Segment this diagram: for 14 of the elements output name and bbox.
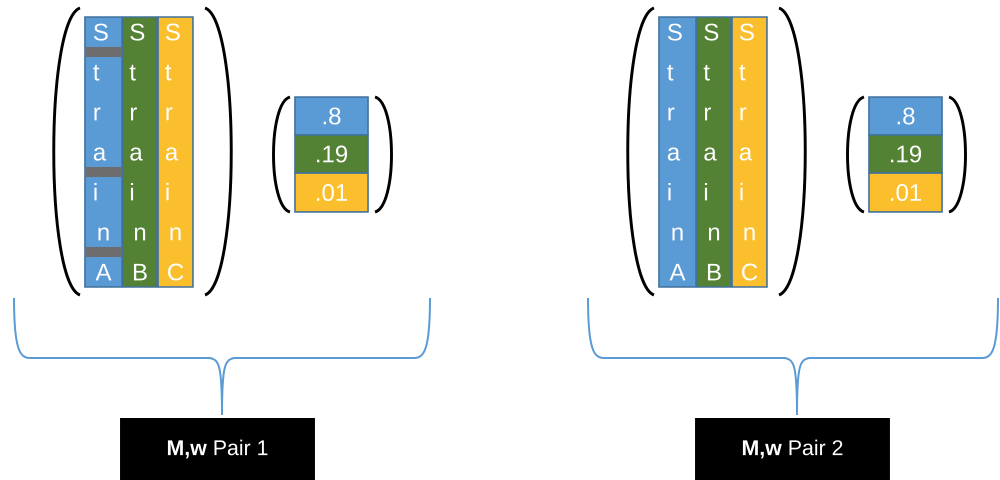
strain-column: Strain B	[122, 16, 158, 288]
label-box: M,w Pair 2	[695, 418, 890, 480]
strain-column: Strain C	[157, 16, 194, 288]
weight-cell: .01	[294, 172, 369, 213]
strain-column: Strain A	[658, 16, 697, 288]
strain-column: Strain A	[84, 16, 123, 288]
label-box: M,w Pair 1	[120, 418, 315, 480]
weight-cell: .8	[294, 96, 369, 136]
weight-cell: .19	[868, 134, 943, 174]
weight-cell: .01	[868, 172, 943, 213]
strain-column: Strain B	[696, 16, 732, 288]
strain-column: Strain C	[731, 16, 768, 288]
weight-cell: .19	[294, 134, 369, 174]
weight-cell: .8	[868, 96, 943, 136]
